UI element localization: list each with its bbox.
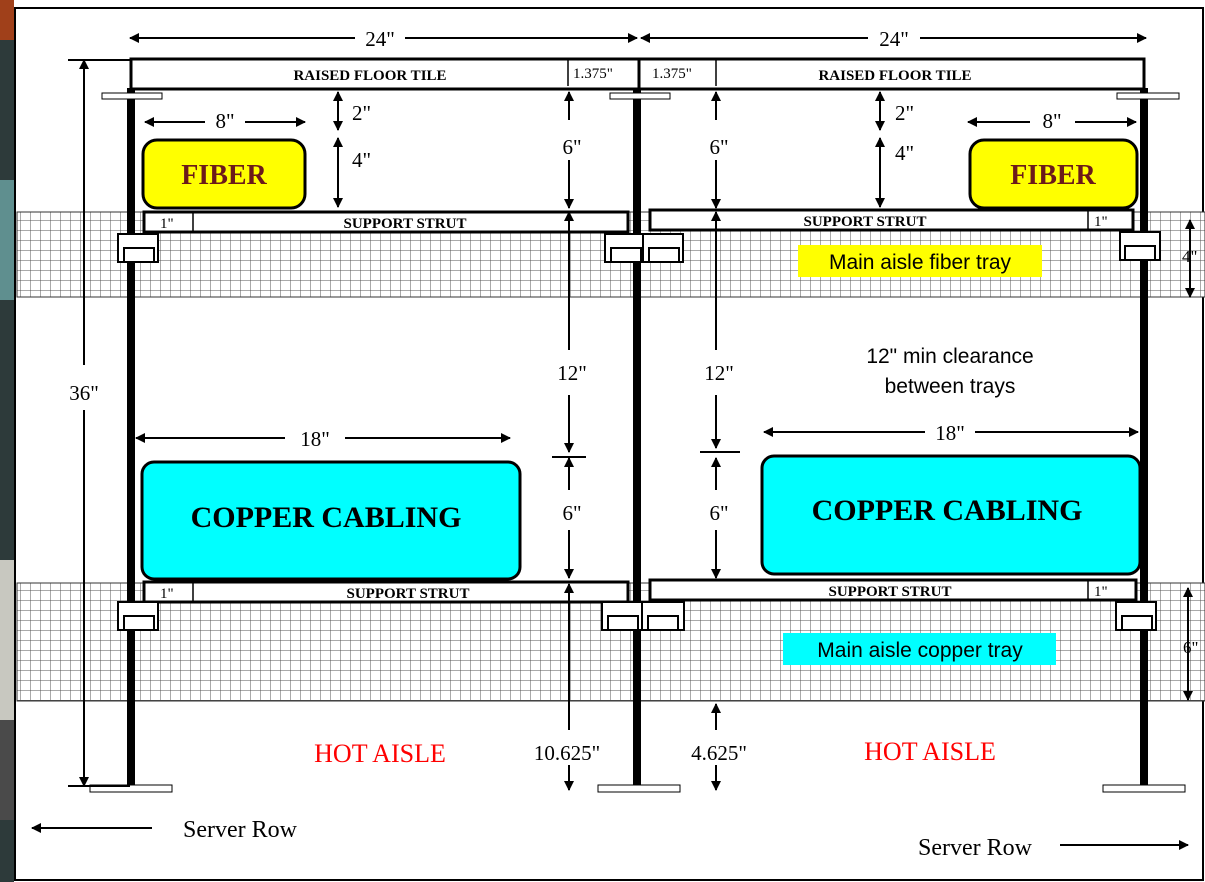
left-strut-bottom-label: SUPPORT STRUT [347,586,470,602]
fiber-tray-dim: 4" [1182,247,1197,266]
right-copper-label: COPPER CABLING [812,494,1083,527]
left-strut-top-label: SUPPORT STRUT [344,216,467,232]
tile-right-label: RAISED FLOOR TILE [818,68,971,84]
copper-tray-label: Main aisle copper tray [817,639,1023,662]
support-strut-top-left [142,210,630,234]
tile-bracket-left [101,92,163,100]
right-fiber-gap: 2" [895,101,914,125]
right-fiber-label: FIBER [1010,160,1096,191]
left-copper-width: 18" [300,427,330,451]
tile-thk-left: 1.375" [573,66,613,82]
floor-tile-right [637,57,1146,91]
right-dim-6-top: 6" [709,135,728,159]
support-strut-bottom-left [142,580,630,604]
fiber-tray-left [141,138,307,210]
copper-tray-dim: 6" [1183,638,1198,657]
strut-clamps [117,231,1161,631]
right-dim-6-mid: 6" [709,501,728,525]
left-foot [89,784,173,793]
tile-thk-right: 1.375" [652,66,692,82]
height-36-label: 36" [69,381,99,405]
left-dim-bottom: 10.625" [534,741,600,765]
tile-bracket-right [1116,92,1180,100]
left-copper-label: COPPER CABLING [191,501,462,534]
thickness-ticks [192,60,1089,602]
right-copper-width: 18" [935,421,965,445]
left-strut-top-thk: 1" [160,216,174,232]
width-right-label: 24" [879,27,909,51]
clearance-line-1: 12" min clearance [866,345,1033,368]
support-strut-bottom-right [648,578,1138,602]
right-strut-top-thk: 1" [1094,214,1108,230]
width-left-label: 24" [365,27,395,51]
frame [14,7,1204,881]
photo-strip [0,0,14,882]
copper-tray-right [760,454,1142,576]
support-strut-top-right [648,208,1135,232]
left-fiber-label: FIBER [181,160,267,191]
right-dim-12: 12" [704,361,734,385]
left-dim-6-mid: 6" [562,501,581,525]
right-fiber-width: 8" [1042,109,1061,133]
tile-left-label: RAISED FLOOR TILE [293,68,446,84]
center-post [633,80,641,788]
tile-bracket-center [609,92,671,100]
right-foot [1102,784,1186,793]
copper-tray-callout: Main aisle copper tray [783,633,1056,665]
right-strut-bottom-thk: 1" [1094,584,1108,600]
right-strut-bottom-label: SUPPORT STRUT [829,584,952,600]
right-server-row: Server Row [918,835,1033,861]
left-fiber-width: 8" [215,109,234,133]
left-hot-aisle: HOT AISLE [314,739,446,768]
fiber-tray-label: Main aisle fiber tray [829,251,1012,274]
floor-tile-left [129,57,641,91]
right-fiber-depth: 4" [895,141,914,165]
fiber-tray-right [968,138,1139,210]
right-dim-bottom: 4.625" [691,741,747,765]
left-server-row: Server Row [183,817,298,843]
left-dim-6-top: 6" [562,135,581,159]
left-fiber-gap: 2" [352,101,371,125]
right-post [1140,88,1148,788]
left-fiber-depth: 4" [352,148,371,172]
fiber-tray-callout: Main aisle fiber tray [798,245,1042,277]
clearance-line-2: between trays [885,375,1016,398]
center-foot [597,784,681,793]
dimension-lines [31,33,1195,850]
right-hot-aisle: HOT AISLE [864,737,996,766]
left-strut-bottom-thk: 1" [160,586,174,602]
left-post [127,88,135,788]
left-dim-12: 12" [557,361,587,385]
copper-tray-left [140,460,522,581]
right-strut-top-label: SUPPORT STRUT [804,214,927,230]
